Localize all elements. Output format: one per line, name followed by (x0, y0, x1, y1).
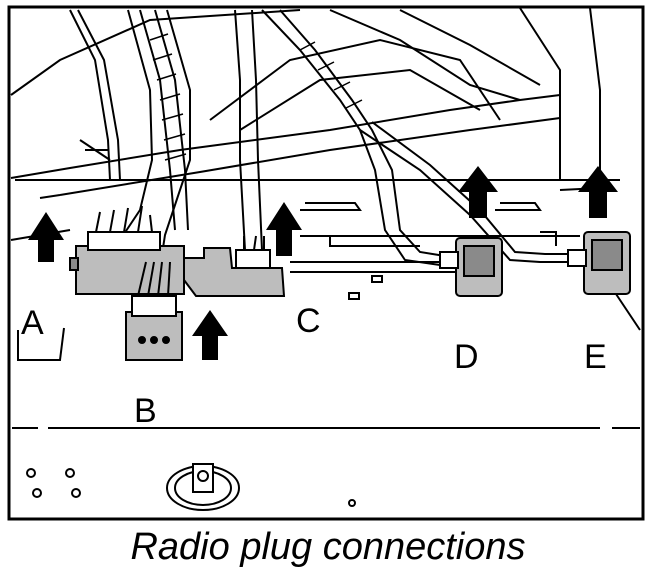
mounting-clip-icon (166, 463, 240, 511)
connector-e (567, 231, 631, 295)
figure-caption: Radio plug connections (130, 526, 526, 568)
label-b: B (134, 392, 157, 430)
up-arrow-icon (28, 212, 64, 262)
connector-c (183, 235, 286, 297)
dashboard-housing (10, 7, 641, 331)
up-arrow-icon (458, 166, 498, 218)
harness-tape-wrap (149, 33, 363, 161)
up-arrow-icon (578, 166, 618, 218)
label-c: C (296, 302, 321, 340)
label-a: A (21, 304, 44, 342)
connector-d (439, 237, 503, 297)
connector-a (69, 205, 185, 295)
up-arrow-icon (192, 310, 228, 360)
label-d: D (454, 338, 479, 376)
connector-b (125, 261, 183, 361)
lower-panel (12, 275, 640, 507)
up-arrow-icon (266, 202, 302, 256)
label-e: E (584, 338, 607, 376)
